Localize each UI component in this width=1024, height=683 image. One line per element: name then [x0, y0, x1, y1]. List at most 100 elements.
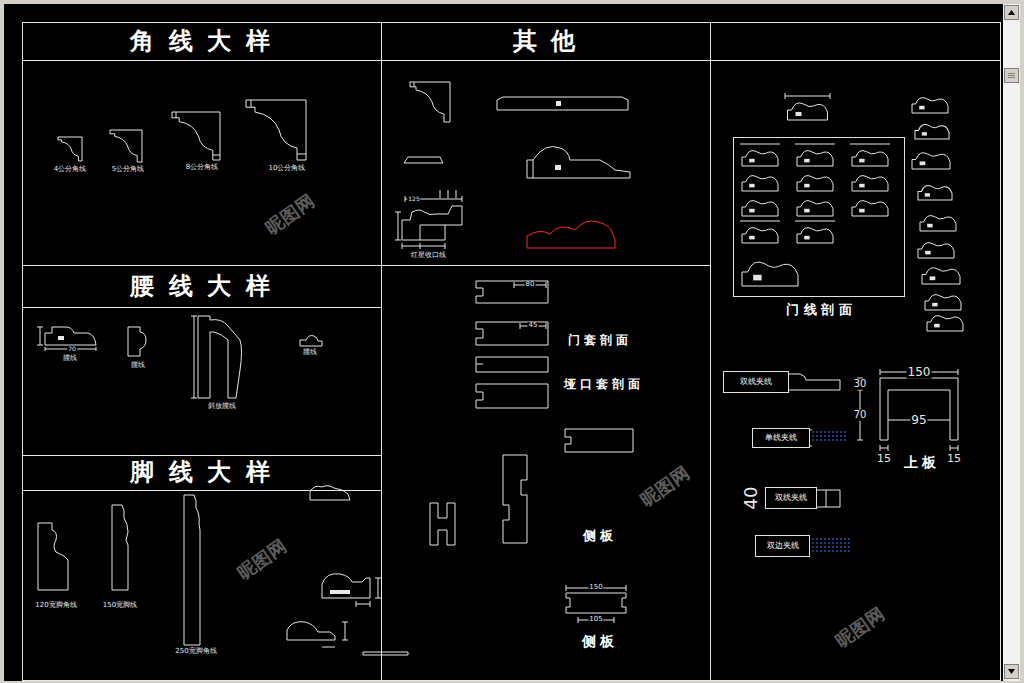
- dimension-lines: [520, 323, 546, 329]
- molding-box: 双线夹线: [765, 487, 817, 509]
- dimension-lines: [322, 622, 348, 647]
- skirting-profile: [310, 486, 350, 500]
- waist-profile: [198, 316, 242, 398]
- door-line-profile: [852, 201, 888, 216]
- profile-mark: [58, 336, 64, 340]
- scroll-thumb-grip: [1008, 74, 1015, 78]
- molding-name: 双边夹线: [767, 542, 799, 551]
- dimension-lines: [356, 578, 381, 607]
- dimension: 125: [407, 196, 420, 202]
- side-panel-section: [503, 455, 527, 543]
- door-line-profile: [922, 268, 960, 284]
- scroll-thumb: [1005, 69, 1019, 83]
- section-heading: 其 他: [513, 28, 578, 54]
- part-label: 4公分角线: [53, 166, 87, 173]
- skirting-profile: [38, 523, 68, 590]
- side-panel-section: [566, 593, 626, 613]
- door-line-profile: [918, 243, 954, 258]
- corner-profile: [410, 82, 450, 122]
- door-line-profile: [852, 151, 888, 166]
- corner-profile: [58, 137, 82, 161]
- profile-group-box: 门 线 剖 面: [733, 137, 905, 297]
- flat-molding: [497, 97, 628, 110]
- door-line-profile: [797, 201, 833, 216]
- group-caption: 门 线 剖 面: [786, 303, 852, 317]
- door-line-profile: [925, 295, 961, 310]
- casing-section: [476, 322, 548, 345]
- highlighted-molding: [527, 221, 615, 248]
- dimension: 150: [588, 584, 603, 591]
- skirting-profile: [322, 574, 370, 598]
- section-heading-band: 角 线 大 样: [22, 22, 381, 60]
- scrollbar-track: [1003, 4, 1020, 681]
- molding-box: 双边夹线: [755, 535, 810, 557]
- part-label: 斜放腰线: [207, 403, 237, 410]
- door-line-profile: [797, 176, 833, 191]
- profile-mark: [555, 165, 561, 170]
- section-heading-band: 腰 线 大 样: [22, 265, 381, 307]
- dimension: 150: [907, 366, 932, 379]
- section-label: 垭 口 套 剖 面: [563, 378, 642, 391]
- part-label: 120宽脚角线: [34, 602, 77, 609]
- casing-section: [476, 281, 548, 303]
- frame-grid: [23, 23, 1001, 681]
- dimension: 70: [67, 346, 77, 352]
- hatch-lines: [812, 539, 850, 551]
- door-line-profile: [927, 316, 963, 331]
- door-line-profile: [797, 228, 833, 243]
- section-heading: 腰 线 大 样: [130, 273, 272, 299]
- part-label: 10公分角线: [268, 165, 307, 172]
- scroll-down-button: [1005, 665, 1019, 679]
- molding-box: 双线夹线: [723, 371, 789, 393]
- door-line-profile: [742, 228, 778, 243]
- part-label: 150宽脚线: [102, 602, 138, 609]
- waist-profile: [300, 336, 322, 347]
- clip-line-profile: [810, 430, 812, 446]
- dimension-lines: [857, 369, 958, 451]
- profile-mark: [330, 590, 350, 594]
- dimension-lines: [191, 316, 197, 398]
- section-label: 门 套 剖 面: [567, 334, 630, 347]
- corner-profile: [110, 130, 142, 162]
- hatch-lines: [812, 432, 846, 440]
- section-label: 侧 板: [581, 634, 616, 649]
- dimension: 30: [853, 379, 868, 390]
- hump-molding: [527, 147, 630, 179]
- part-label: 腰线: [62, 355, 78, 362]
- top-board-section: [880, 378, 958, 440]
- dimension: 80: [525, 281, 536, 288]
- molding-name: 单线夹线: [765, 434, 797, 443]
- skirting-profile: [184, 495, 200, 645]
- part-label: 8公分角线: [185, 164, 219, 171]
- dimension: 45: [528, 322, 539, 329]
- door-line-profile: [742, 201, 778, 216]
- door-line-profile: [742, 262, 798, 286]
- part-label: 250宽脚角线: [174, 648, 217, 655]
- section-heading-band: 其 他: [381, 22, 710, 60]
- skirting-profile: [287, 622, 335, 640]
- scroll-up-button: [1005, 6, 1019, 20]
- door-line-profile: [912, 153, 950, 169]
- side-panel-section: [430, 503, 455, 545]
- dimension-lines: [514, 282, 546, 288]
- dimension-lines: [740, 144, 890, 221]
- casing-section: [565, 429, 633, 452]
- section-label: 侧 板: [582, 529, 615, 543]
- door-line-profile: [920, 216, 956, 231]
- molding-name: 双线夹线: [775, 494, 807, 503]
- part-label: 5公分角线: [111, 166, 145, 173]
- dimension: 70: [853, 410, 868, 421]
- section-heading: 脚 线 大 样: [130, 459, 272, 485]
- dimension-lines: [566, 585, 626, 623]
- model-space: [4, 4, 1003, 681]
- door-line-profile: [912, 98, 948, 113]
- dimension-lines: [395, 190, 462, 249]
- dimension: 105: [588, 616, 603, 623]
- dimension-lines: [785, 93, 830, 99]
- dimension: 95: [910, 414, 927, 427]
- door-line-profile: [742, 151, 778, 166]
- section-label: 上 板: [903, 455, 938, 470]
- dimension: 15: [876, 453, 892, 465]
